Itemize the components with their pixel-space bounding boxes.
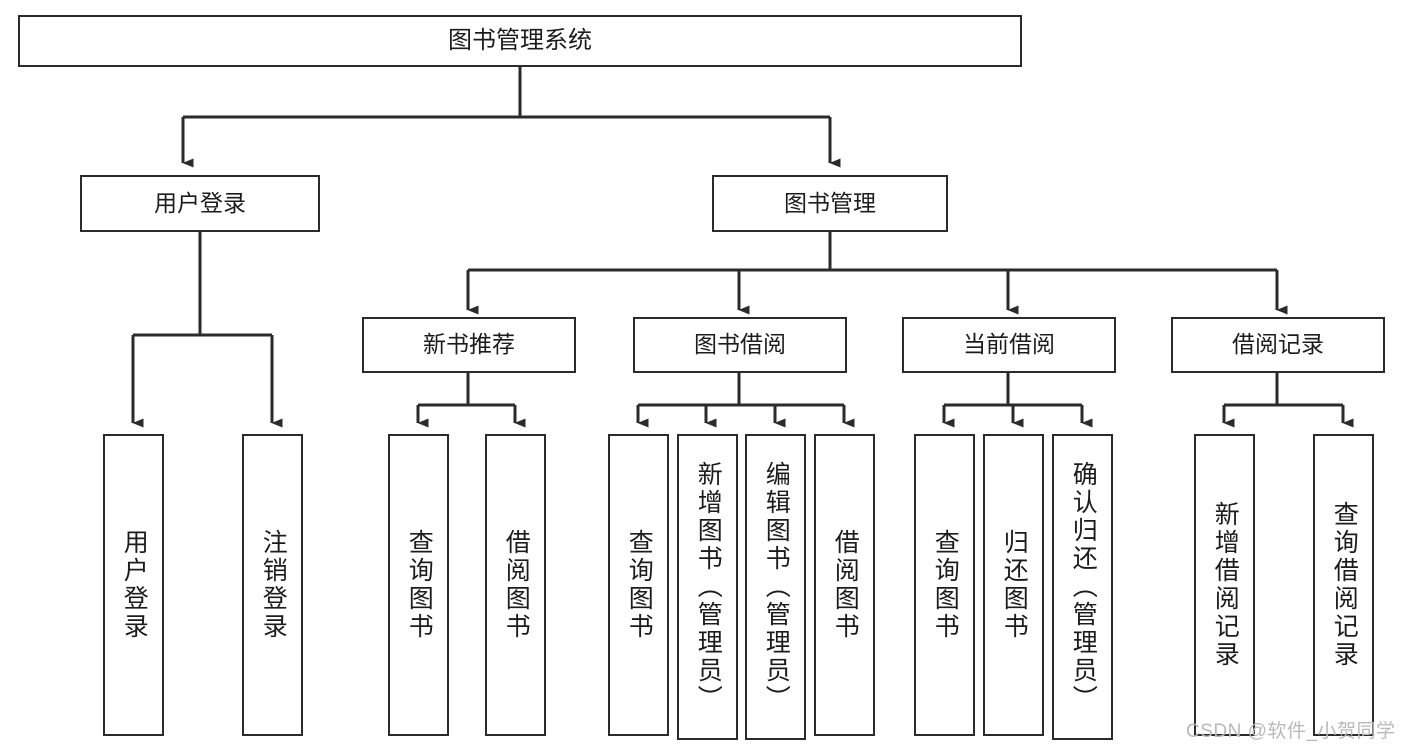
node-label: 查询借阅记录 (1330, 501, 1359, 669)
node-label: 借阅记录 (1232, 331, 1324, 358)
node-current-borrow[interactable]: 当前借阅 (902, 317, 1116, 373)
leaf-user-login[interactable]: 用户登录 (103, 434, 164, 736)
node-label: 新增图书（管理员） (694, 461, 723, 713)
leaf-query-borrow-record[interactable]: 查询借阅记录 (1313, 434, 1374, 736)
node-label: 借阅图书 (831, 529, 860, 641)
node-label: 查询图书 (625, 529, 654, 641)
node-label: 用户登录 (154, 189, 246, 216)
leaf-borrow-books-recommend[interactable]: 借阅图书 (485, 434, 546, 736)
node-new-book-recommend[interactable]: 新书推荐 (362, 317, 576, 373)
node-label: 当前借阅 (963, 331, 1055, 358)
node-label: 图书管理 (784, 189, 876, 216)
node-label: 查询图书 (931, 529, 960, 641)
node-borrow-records[interactable]: 借阅记录 (1171, 317, 1385, 373)
node-label: 归还图书 (1000, 529, 1029, 641)
watermark-text: CSDN @软件_小贺同学 (1186, 721, 1396, 742)
node-user-login[interactable]: 用户登录 (80, 175, 320, 232)
node-label: 图书管理系统 (448, 26, 592, 54)
leaf-query-books-borrow[interactable]: 查询图书 (608, 434, 669, 736)
leaf-query-books-recommend[interactable]: 查询图书 (388, 434, 449, 736)
node-book-management[interactable]: 图书管理 (712, 175, 948, 232)
node-label: 借阅图书 (502, 529, 531, 641)
node-label: 查询图书 (405, 529, 434, 641)
node-book-borrow[interactable]: 图书借阅 (633, 317, 847, 373)
leaf-confirm-return-admin[interactable]: 确认归还（管理员） (1052, 434, 1113, 740)
node-label: 新增借阅记录 (1211, 501, 1240, 669)
node-label: 用户登录 (120, 529, 149, 641)
leaf-add-borrow-record[interactable]: 新增借阅记录 (1194, 434, 1255, 736)
leaf-borrow-books[interactable]: 借阅图书 (814, 434, 875, 736)
node-label: 新书推荐 (423, 331, 515, 358)
leaf-add-book-admin[interactable]: 新增图书（管理员） (677, 434, 738, 740)
node-label: 注销登录 (259, 529, 288, 641)
leaf-query-books-current[interactable]: 查询图书 (914, 434, 975, 736)
node-label: 图书借阅 (694, 331, 786, 358)
leaf-user-logout[interactable]: 注销登录 (242, 434, 303, 736)
node-root-system[interactable]: 图书管理系统 (18, 15, 1022, 67)
node-label: 编辑图书（管理员） (762, 461, 791, 713)
leaf-return-books[interactable]: 归还图书 (983, 434, 1044, 736)
leaf-edit-book-admin[interactable]: 编辑图书（管理员） (745, 434, 806, 740)
node-label: 确认归还（管理员） (1069, 461, 1098, 713)
